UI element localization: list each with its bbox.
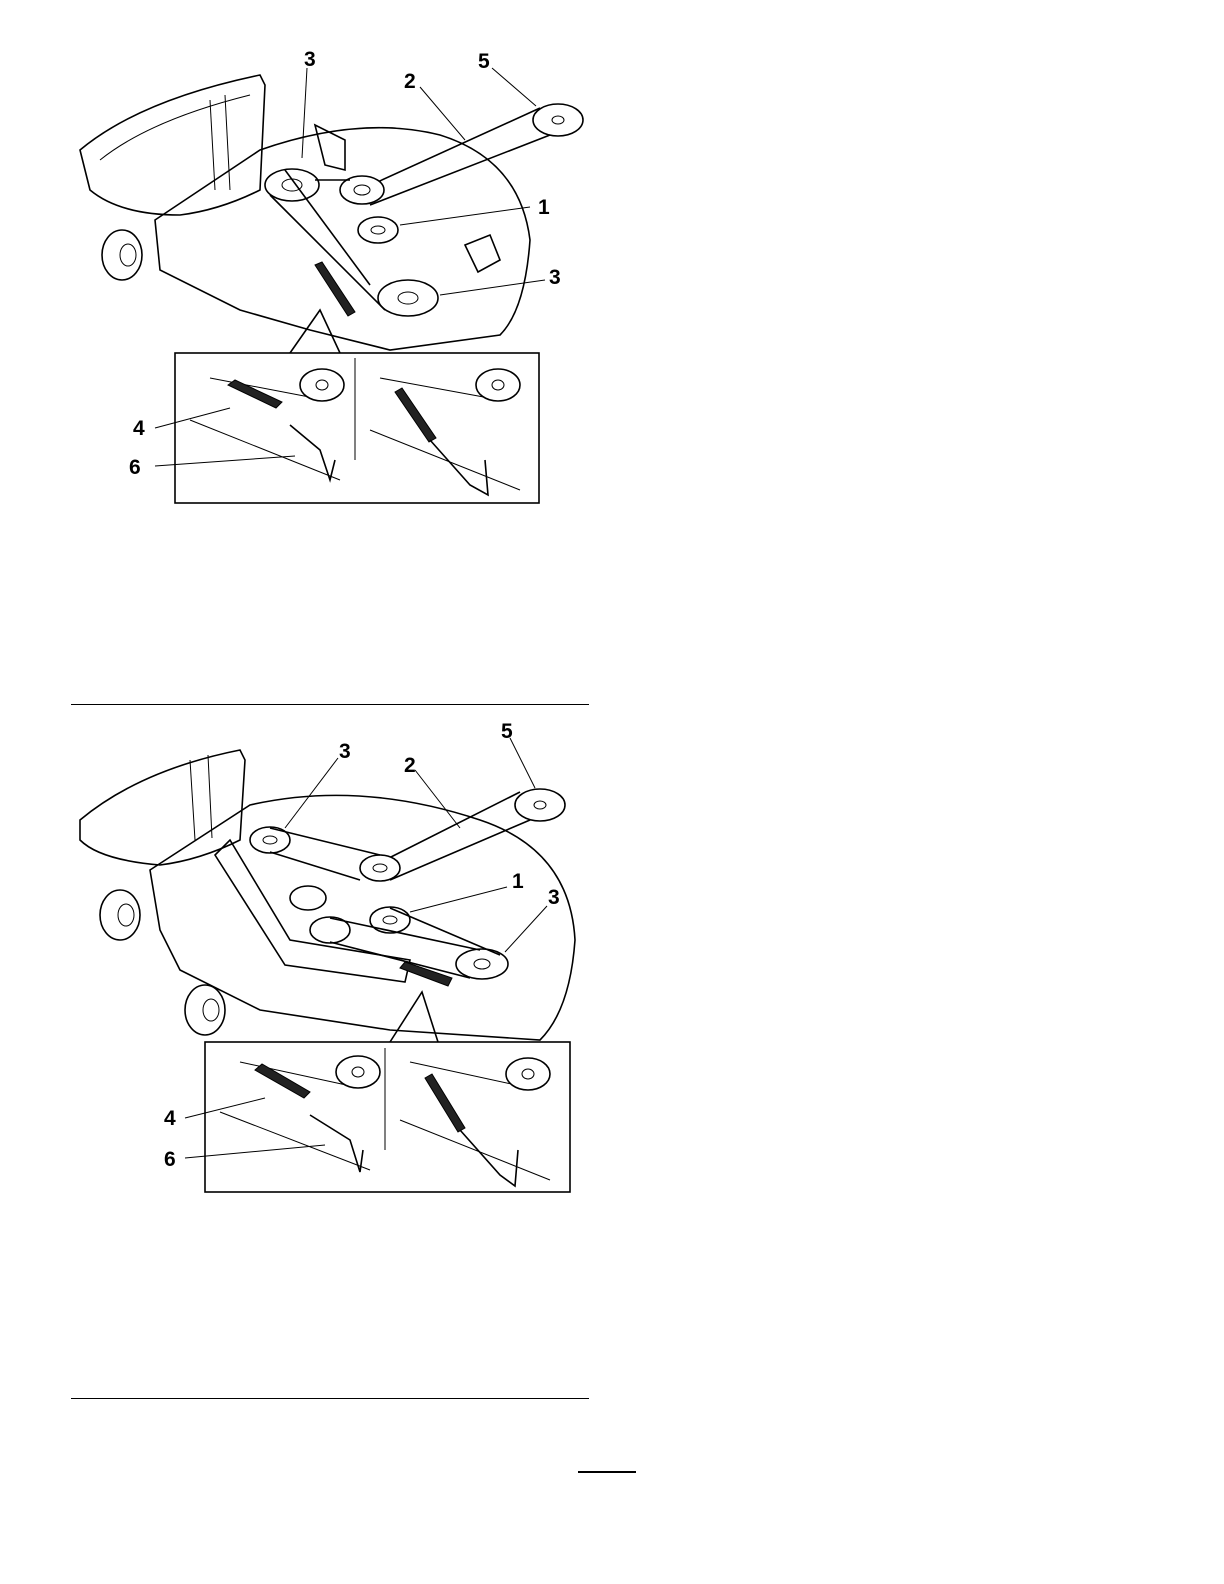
idler-spring-deck [315,262,355,316]
discharge-chute [80,750,245,865]
spring-tool-detail-left [310,1115,363,1172]
spindle-pulley-right [378,280,438,316]
callout-spindle-pulley-top: 3 [339,740,351,763]
idler-spring-detail-right [425,1074,465,1132]
figure-1-illustration: 3 2 5 1 3 4 6 [60,40,620,520]
callout-spring-tool: 6 [129,456,141,479]
discharge-chute [80,75,265,215]
spindle-pulley-left [265,169,319,201]
callout-idler-spring: 4 [164,1107,176,1130]
mower-belt-lower [370,135,550,205]
callout-spring-tool: 6 [164,1148,176,1171]
callout-engine-pulley: 5 [501,720,513,743]
callout-spindle-pulley-right: 3 [548,886,560,909]
mower-belt-upper [385,792,520,860]
spindle-pulley-right [456,949,508,979]
idler-pulley [370,907,410,933]
idler-spring-detail-left [255,1064,310,1098]
callout-idler-spring: 4 [133,417,145,440]
callout-idler-pulley: 1 [538,196,550,219]
section-divider-1 [71,704,589,705]
callout-spindle-pulley-right: 3 [549,266,561,289]
callout-engine-pulley: 5 [478,50,490,73]
idler-spring-detail-left [228,380,282,408]
figure-1-mower-deck-belt: 3 2 5 1 3 4 6 [60,40,620,520]
figure-2-mower-deck-belt: 3 2 5 1 3 4 6 [60,720,620,1200]
engine-pulley [515,789,565,821]
pulley-mid-left [290,886,326,910]
idler-pulley [358,217,398,243]
section-divider-2 [71,1398,589,1399]
mower-belt-lower [390,820,530,880]
spring-tool-detail-right [430,440,488,495]
figure-2-illustration: 3 2 5 1 3 4 6 [60,720,620,1200]
idler-spring-deck [400,962,452,986]
page-footer-rule [578,1471,636,1473]
spring-tool-detail-left [290,425,335,480]
spindle-pulley-center [360,855,400,881]
deck-outline [155,128,530,350]
engine-pulley [533,104,583,136]
callout-mower-belt: 2 [404,754,416,777]
callout-mower-belt: 2 [404,70,416,93]
callout-spindle-pulley-top: 3 [304,48,316,71]
spring-tool-detail-right [460,1130,518,1186]
callout-idler-pulley: 1 [512,870,524,893]
idler-spring-detail-right [395,388,436,442]
